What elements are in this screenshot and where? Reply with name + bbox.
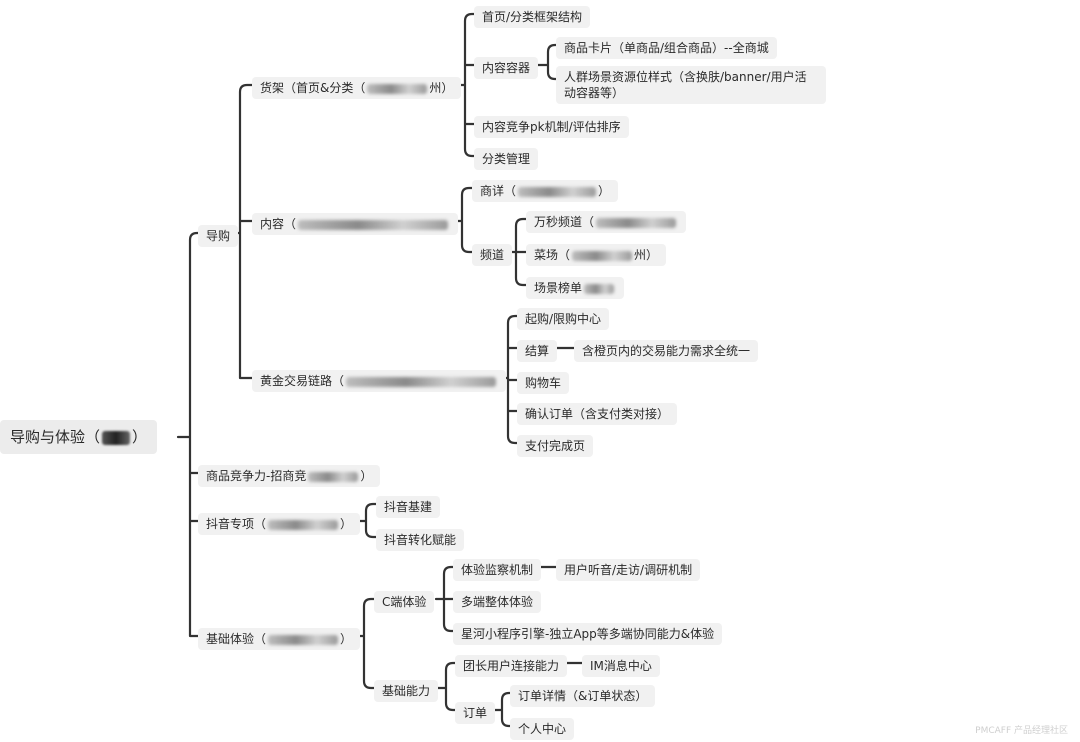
node-caichang[interactable]: 菜场（ 州） xyxy=(526,244,667,266)
node-ability[interactable]: 基础能力 xyxy=(374,680,439,702)
node-xinghe[interactable]: 星河小程序引擎-独立App等多端协同能力&体验 xyxy=(453,623,723,645)
watermark: PMCAFF 产品经理社区 xyxy=(975,723,1068,736)
node-frame[interactable]: 首页/分类框架结构 xyxy=(474,6,591,28)
node-checkout[interactable]: 结算 xyxy=(517,340,558,362)
node-crowd[interactable]: 人群场景资源位样式（含换肤/banner/用户活动容器等） xyxy=(556,66,826,104)
node-crowd-label: 人群场景资源位样式（含换肤/banner/用户活动容器等） xyxy=(564,70,807,100)
node-order-label: 订单 xyxy=(463,706,488,720)
node-compete[interactable]: 商品竞争力-招商竞 ） xyxy=(198,465,381,487)
node-douyin-label: 抖音专项（ xyxy=(206,517,267,531)
node-multi-label: 多端整体体验 xyxy=(461,595,534,609)
node-caichang-label: 菜场（ xyxy=(534,248,571,262)
redacted-mark xyxy=(268,519,339,530)
node-shelf-label: 货架（首页&分类（ xyxy=(260,81,366,95)
node-detail-tail: ） xyxy=(598,184,611,198)
node-pk-label: 内容竞争pk机制/评估排序 xyxy=(482,120,621,134)
node-container-label: 内容容器 xyxy=(482,61,531,75)
root-label-tail: ） xyxy=(132,428,148,446)
node-personal-label: 个人中心 xyxy=(518,722,567,736)
node-basic-tail: ） xyxy=(340,632,353,646)
node-basic[interactable]: 基础体验（ ） xyxy=(198,628,361,650)
node-basic-label: 基础体验（ xyxy=(206,632,267,646)
node-compete-tail: ） xyxy=(360,469,373,483)
redacted-mark xyxy=(298,219,449,230)
node-c-side-label: C端体验 xyxy=(382,595,427,609)
node-wanmiao[interactable]: 万秒频道（ xyxy=(526,211,687,233)
node-guide[interactable]: 导购 xyxy=(198,225,239,247)
node-personal[interactable]: 个人中心 xyxy=(510,718,575,740)
node-order-detail[interactable]: 订单详情（&订单状态） xyxy=(510,685,656,707)
node-cart[interactable]: 购物车 xyxy=(517,372,570,394)
redacted-mark xyxy=(584,283,615,294)
root-label: 导购与体验（ xyxy=(10,428,101,446)
node-douyin-base[interactable]: 抖音基建 xyxy=(376,496,441,518)
node-checkout-label: 结算 xyxy=(525,344,550,358)
node-ability-label: 基础能力 xyxy=(382,684,431,698)
node-guide-label: 导购 xyxy=(206,229,231,243)
node-card-label: 商品卡片（单商品/组合商品）--全商城 xyxy=(564,41,769,55)
node-monitor-note-label: 用户听音/走访/调研机制 xyxy=(564,563,693,577)
node-multi[interactable]: 多端整体体验 xyxy=(453,591,542,613)
node-douyin-tail: ） xyxy=(340,517,353,531)
node-compete-label: 商品竞争力-招商竞 xyxy=(206,469,307,483)
node-paydone[interactable]: 支付完成页 xyxy=(517,435,594,457)
node-container[interactable]: 内容容器 xyxy=(474,57,539,79)
redacted-mark xyxy=(596,217,677,228)
node-leader-note[interactable]: IM消息中心 xyxy=(582,655,660,677)
node-category-label: 分类管理 xyxy=(482,152,531,166)
node-shelf[interactable]: 货架（首页&分类（ 州） xyxy=(252,77,462,99)
redacted-mark xyxy=(367,83,428,94)
node-pk[interactable]: 内容竞争pk机制/评估排序 xyxy=(474,116,629,138)
node-channel-label: 频道 xyxy=(480,248,505,262)
node-ranking[interactable]: 场景榜单 xyxy=(526,277,625,299)
redacted-mark xyxy=(102,430,131,445)
redacted-mark xyxy=(268,634,339,645)
node-douyin-convert-label: 抖音转化赋能 xyxy=(384,533,457,547)
node-channel[interactable]: 频道 xyxy=(472,244,513,266)
node-caichang-tail: 州） xyxy=(634,248,659,262)
redacted-mark xyxy=(572,250,633,261)
node-detail[interactable]: 商详（ ） xyxy=(472,180,619,202)
node-golden-label: 黄金交易链路（ xyxy=(260,374,345,388)
watermark-text: PMCAFF 产品经理社区 xyxy=(975,726,1068,736)
redacted-mark xyxy=(518,186,597,197)
node-ranking-label: 场景榜单 xyxy=(534,281,583,295)
node-wanmiao-label: 万秒频道（ xyxy=(534,215,595,229)
node-checkout-note[interactable]: 含橙页内的交易能力需求全统一 xyxy=(574,340,759,362)
node-confirm-label: 确认订单（含支付类对接） xyxy=(525,407,670,421)
node-douyin-base-label: 抖音基建 xyxy=(384,500,433,514)
node-content[interactable]: 内容（ xyxy=(252,213,459,235)
node-cart-label: 购物车 xyxy=(525,376,562,390)
redacted-mark xyxy=(346,376,497,387)
node-xinghe-label: 星河小程序引擎-独立App等多端协同能力&体验 xyxy=(461,627,715,641)
node-monitor[interactable]: 体验监察机制 xyxy=(453,559,542,581)
redacted-mark xyxy=(308,471,359,482)
node-leader[interactable]: 团长用户连接能力 xyxy=(455,655,568,677)
node-detail-label: 商详（ xyxy=(480,184,517,198)
node-confirm[interactable]: 确认订单（含支付类对接） xyxy=(517,403,678,425)
node-order-detail-label: 订单详情（&订单状态） xyxy=(518,689,648,703)
node-douyin-convert[interactable]: 抖音转化赋能 xyxy=(376,529,465,551)
root-node[interactable]: 导购与体验（ ） xyxy=(0,420,158,454)
node-leader-label: 团长用户连接能力 xyxy=(463,659,560,673)
node-monitor-label: 体验监察机制 xyxy=(461,563,534,577)
node-monitor-note[interactable]: 用户听音/走访/调研机制 xyxy=(556,559,701,581)
node-douyin[interactable]: 抖音专项（ ） xyxy=(198,513,361,535)
node-limit[interactable]: 起购/限购中心 xyxy=(517,308,610,330)
node-golden[interactable]: 黄金交易链路（ xyxy=(252,370,507,392)
node-content-label: 内容（ xyxy=(260,217,297,231)
node-limit-label: 起购/限购中心 xyxy=(525,312,602,326)
node-c-side[interactable]: C端体验 xyxy=(374,591,435,613)
node-frame-label: 首页/分类框架结构 xyxy=(482,10,583,24)
node-checkout-note-label: 含橙页内的交易能力需求全统一 xyxy=(582,344,751,358)
node-paydone-label: 支付完成页 xyxy=(525,439,586,453)
node-order[interactable]: 订单 xyxy=(455,702,496,724)
node-shelf-tail: 州） xyxy=(429,81,454,95)
node-category[interactable]: 分类管理 xyxy=(474,148,539,170)
node-leader-note-label: IM消息中心 xyxy=(590,659,652,673)
node-card[interactable]: 商品卡片（单商品/组合商品）--全商城 xyxy=(556,37,777,59)
